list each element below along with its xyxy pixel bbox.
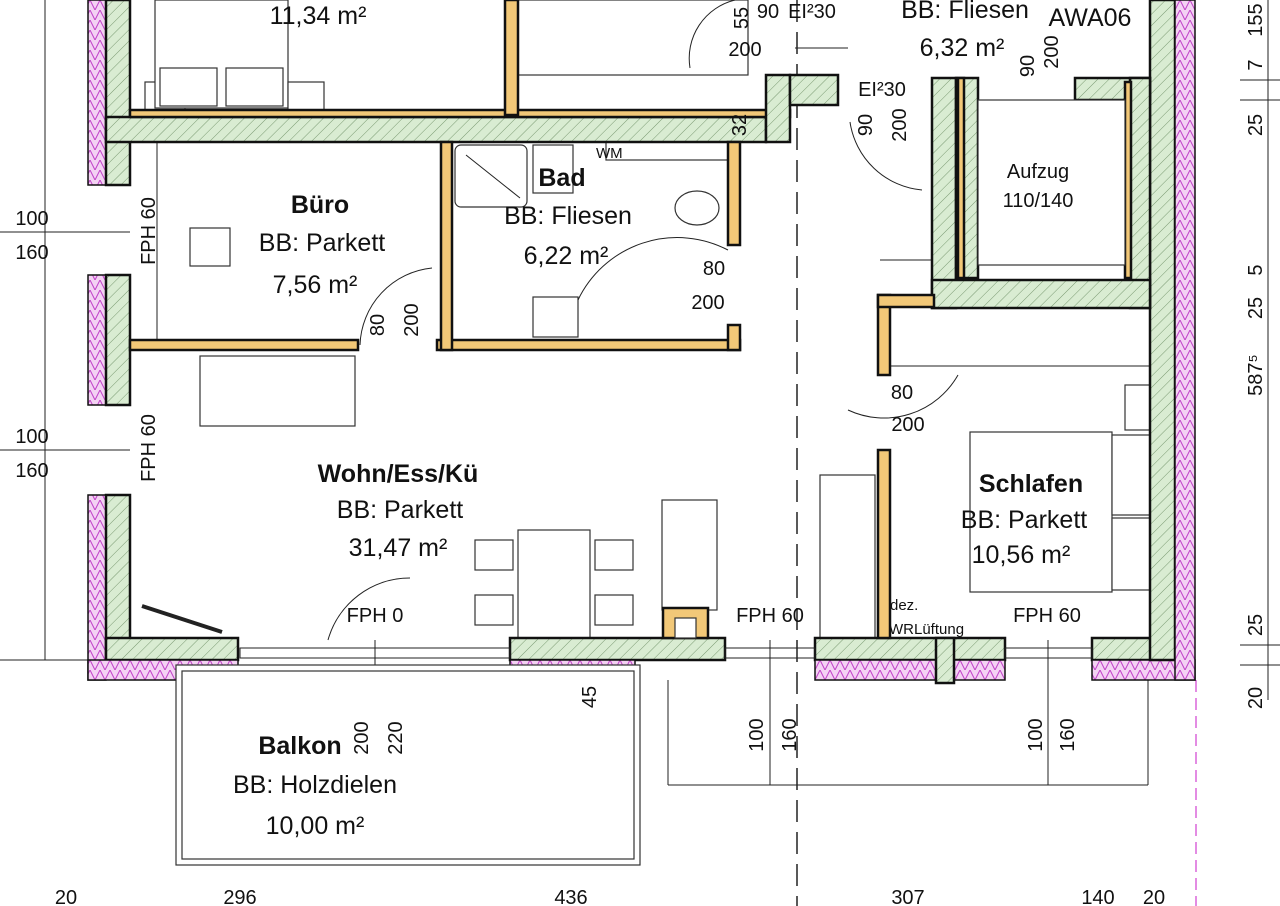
dimension: 140 (1081, 887, 1114, 906)
dimension: 25 (1245, 297, 1267, 319)
shower (454, 144, 528, 208)
dimension: 587⁵ (1245, 354, 1267, 396)
dimension: 155 (1245, 3, 1267, 36)
window-label: FPH 60 (138, 197, 160, 265)
dimension: 5 (1245, 264, 1267, 275)
dimension: 100 (746, 718, 768, 751)
room-name: Wohn/Ess/Kü (318, 460, 479, 488)
door-height: 200 (401, 303, 423, 336)
dimension: 55 (731, 7, 753, 29)
right-dimensions: 155 7 25 25 5 587⁵ 25 20 (1245, 3, 1267, 709)
door-width: 90 (855, 114, 877, 136)
area-top-right: 6,32 m² (920, 34, 1005, 62)
door-width: 90 (757, 1, 779, 23)
room-name: Bad (538, 164, 585, 192)
dimension: 160 (779, 718, 801, 751)
room-name: Büro (291, 191, 349, 219)
dimension: 160 (15, 242, 48, 264)
washing-machine-label: WM (596, 145, 623, 162)
room-area: 10,56 m² (972, 541, 1071, 569)
dimension: 160 (15, 460, 48, 482)
room-wohn: Wohn/Ess/Kü BB: Parkett 31,47 m² (318, 460, 479, 562)
dimension: 307 (891, 887, 924, 906)
room-floor: BB: Holzdielen (233, 771, 397, 799)
room-name: Schlafen (979, 470, 1083, 498)
dimension: 100 (15, 208, 48, 230)
window-label: FPH 60 (138, 414, 160, 482)
fire-rating: EI²30 (788, 1, 836, 23)
area-top-left: 11,34 m² (270, 2, 367, 30)
door-height: 220 (385, 721, 407, 754)
room-name: Balkon (258, 732, 341, 760)
dimension: 32 (729, 114, 751, 136)
room-floor: BB: Parkett (259, 229, 385, 257)
room-bad: WM Bad BB: Fliesen 6,22 m² 80 200 (504, 145, 725, 314)
dimension: 100 (1025, 718, 1047, 751)
door-height: 200 (728, 39, 761, 61)
bottom-dimensions: 20 296 436 307 140 20 (55, 887, 1165, 906)
door-width: 200 (351, 721, 373, 754)
room-floor: BB: Fliesen (504, 202, 632, 230)
window-label: FPH 60 (1013, 605, 1081, 627)
window-label: FPH 0 (347, 605, 404, 627)
door-height: 200 (691, 292, 724, 314)
dimension: 25 (1245, 114, 1267, 136)
dimension: 436 (554, 887, 587, 906)
fire-rating: EI²30 (858, 79, 906, 101)
room-buero: Büro BB: Parkett 7,56 m² 80 200 (259, 191, 423, 337)
vent-label: WRLüftung (889, 621, 964, 638)
room-area: 10,00 m² (266, 812, 365, 840)
room-area: 31,47 m² (349, 534, 448, 562)
room-schlafen: Schlafen BB: Parkett 10,56 m² 80 200 dez… (889, 382, 1087, 638)
door-height: 200 (889, 108, 911, 141)
room-area: 7,56 m² (273, 271, 358, 299)
dimension: 296 (223, 887, 256, 906)
top-labels: 11,34 m² BB: Fliesen 6,32 m² AWA06 90 EI… (270, 0, 1132, 142)
sink (532, 296, 579, 338)
vent-label: dez. (890, 597, 918, 614)
dimension: 7 (1245, 59, 1267, 70)
dimension: 45 (579, 686, 601, 708)
dining-table (517, 529, 591, 639)
elevator-shaft (977, 99, 1126, 266)
bed (969, 431, 1113, 593)
door-width: 80 (703, 258, 725, 280)
elevator-size: 110/140 (1003, 190, 1074, 212)
desk (189, 227, 231, 267)
door-width: 80 (367, 314, 389, 336)
sofa (199, 355, 356, 427)
window-label: FPH 60 (736, 605, 804, 627)
room-floor: BB: Parkett (337, 496, 463, 524)
code-label: AWA06 (1049, 4, 1132, 32)
left-dimensions: 100 160 100 160 FPH 60 FPH 60 FPH 0 FPH … (15, 197, 1081, 627)
door-width: 90 (1017, 55, 1039, 77)
dimension: 20 (1245, 687, 1267, 709)
furniture (141, 0, 1151, 641)
door-height: 200 (1041, 35, 1063, 68)
dimension: 25 (1245, 614, 1267, 636)
room-name: Aufzug (1007, 161, 1069, 183)
door-width: 80 (891, 382, 913, 404)
lower-dimensions: 45 100 160 100 160 (579, 686, 1079, 752)
room-floor: BB: Parkett (961, 506, 1087, 534)
room-area: 6,22 m² (524, 242, 609, 270)
toilet-icon (674, 190, 720, 226)
room-balkon: Balkon BB: Holzdielen 10,00 m² 200 220 (233, 721, 407, 840)
dimension: 20 (1143, 887, 1165, 906)
floor-top-right: BB: Fliesen (901, 0, 1029, 24)
dimension: 160 (1057, 718, 1079, 751)
dimension: 100 (15, 426, 48, 448)
door-height: 200 (891, 414, 924, 436)
walls (87, 0, 1196, 866)
room-aufzug: Aufzug 110/140 (1003, 161, 1074, 212)
vanity (605, 141, 731, 161)
dimension: 20 (55, 887, 77, 906)
